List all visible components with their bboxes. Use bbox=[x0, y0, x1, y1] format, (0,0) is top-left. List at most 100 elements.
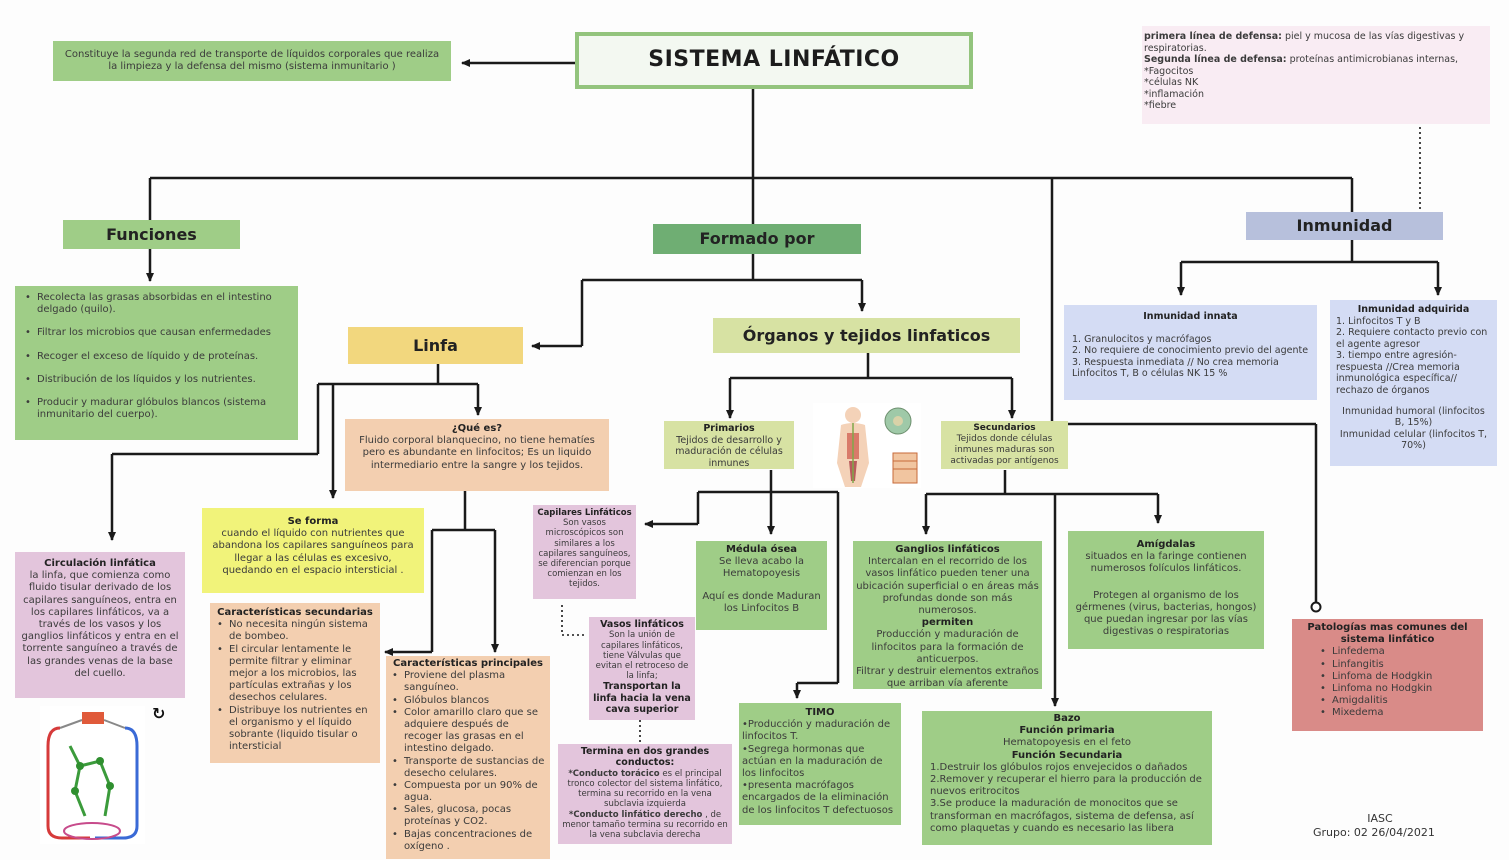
second-defense-label: Segunda línea de defensa: bbox=[1144, 54, 1287, 66]
medula-title: Médula ósea bbox=[725, 544, 798, 555]
first-defense-text: piel y mucosa de las vías digestivas y r… bbox=[1144, 31, 1465, 54]
patologias-title: Patologías mas comunes del sistema linfá… bbox=[1307, 622, 1468, 646]
bazo-secundaria: Función Secundaria bbox=[1011, 749, 1123, 761]
adquirida-item: 2. Requiere contacto previo con el agent… bbox=[1336, 327, 1488, 350]
formado-por-header: Formado por bbox=[653, 224, 861, 254]
patologia-item: Linfoma no Hodgkin bbox=[1318, 683, 1475, 695]
conducto-derecho-label: *Conducto linfático derecho bbox=[568, 809, 703, 820]
funciones-list-box: Recolecta las grasas absorbidas en el in… bbox=[15, 286, 298, 440]
adquirida-celular: Inmunidad celular (linfocitos T, 70%) bbox=[1339, 428, 1488, 452]
patologia-item: Mixedema bbox=[1318, 707, 1475, 719]
capilares-box: Capilares Linfáticos Son vasos microscóp… bbox=[533, 505, 636, 599]
secundaria-item: El circular lentamente le permite filtra… bbox=[215, 644, 375, 705]
innata-item: 3. Respuesta inmediata // No crea memori… bbox=[1072, 356, 1279, 380]
conducto-derecho-text: , de menor tamaño termina su recorrido e… bbox=[562, 809, 728, 840]
ganglios-text3: Filtrar y destruir elementos extraños qu… bbox=[856, 665, 1039, 689]
ganglios-permiten: permiten bbox=[921, 617, 974, 629]
adquirida-item: 3. tiempo entre agresión-respuesta //Cre… bbox=[1336, 350, 1460, 397]
defense-item: *Fagocitos bbox=[1144, 65, 1194, 77]
vasos-box: Vasos linfáticos Son la unión de capilar… bbox=[589, 617, 695, 720]
patologia-item: Linfangitis bbox=[1318, 659, 1475, 671]
conducto-toracico-label: *Conducto torácico bbox=[568, 768, 660, 779]
defense-note: primera línea de defensa: piel y mucosa … bbox=[1142, 26, 1490, 124]
circulacion-text: la linfa, que comienza como fluido tisul… bbox=[21, 570, 179, 679]
vasos-bold: Transportan la linfa hacia la vena cava … bbox=[593, 681, 691, 716]
patologias-box: Patologías mas comunes del sistema linfá… bbox=[1292, 619, 1483, 731]
bazo-item: 1.Destruir los glóbulos rojos envejecido… bbox=[930, 761, 1188, 773]
primarios-title: Primarios bbox=[703, 423, 755, 434]
lymph-circulation-illustration bbox=[40, 706, 145, 844]
principal-item: Compuesta por un 90% de agua. bbox=[390, 780, 546, 804]
funciones-list: Recolecta las grasas absorbidas en el in… bbox=[23, 292, 290, 421]
termina-title: Termina en dos grandes conductos: bbox=[580, 746, 710, 769]
bazo-item: 2.Remover y recuperar el hierro para la … bbox=[930, 773, 1202, 798]
amigdalas-text: situados en la faringe contienen numeros… bbox=[1085, 551, 1247, 575]
caracteristicas-principales-box: Características principales Proviene del… bbox=[386, 656, 550, 859]
patologia-item: Linfedema bbox=[1318, 646, 1475, 658]
caracteristicas-secundarias-box: Características secundarias No necesita … bbox=[210, 603, 380, 763]
termina-box: Termina en dos grandes conductos: *Condu… bbox=[558, 744, 732, 844]
principal-item: Transporte de sustancias de desecho celu… bbox=[390, 756, 546, 780]
principales-title: Características principales bbox=[393, 658, 543, 669]
que-es-text: Fluido corporal blanquecino, no tiene he… bbox=[359, 435, 595, 471]
que-es-title: ¿Qué es? bbox=[451, 423, 503, 434]
patologia-item: Linfoma de Hodgkin bbox=[1318, 671, 1475, 683]
capilares-title: Capilares Linfáticos bbox=[537, 508, 632, 518]
se-forma-title: Se forma bbox=[287, 516, 339, 527]
refresh-icon: ↻ bbox=[152, 704, 166, 723]
funcion-item: Filtrar los microbios que causan enferme… bbox=[23, 327, 290, 339]
bazo-title: Bazo bbox=[1053, 713, 1081, 724]
vasos-title: Vasos linfáticos bbox=[600, 619, 684, 630]
primarios-box: Primarios Tejidos de desarrollo y madura… bbox=[664, 421, 794, 469]
timo-item: •presenta macrófagos encargados de la el… bbox=[742, 780, 894, 816]
ganglios-text2: Producción y maduración de linfocitos pa… bbox=[871, 629, 1024, 665]
timo-item: •Producción y maduración de linfocitos T… bbox=[742, 719, 891, 743]
principal-item: Sales, glucosa, pocas proteínas y CO2. bbox=[390, 804, 546, 828]
bazo-primaria: Función primaria bbox=[1019, 725, 1115, 737]
organos-header: Órganos y tejidos linfaticos bbox=[713, 318, 1020, 353]
footer-group: Grupo: 02 26/04/2021 bbox=[1313, 826, 1435, 839]
circulacion-box: Circulación linfática la linfa, que comi… bbox=[15, 552, 185, 698]
second-defense-text: proteínas antimicrobianas internas, bbox=[1286, 54, 1459, 66]
capilares-text: Son vasos microscópicos son similares a … bbox=[538, 518, 631, 590]
ganglios-box: Ganglios linfáticos Intercalan en el rec… bbox=[853, 541, 1042, 689]
funcion-item: Recolecta las grasas absorbidas en el in… bbox=[23, 292, 290, 316]
intro-box: Constituye la segunda red de transporte … bbox=[53, 41, 451, 81]
principal-item: Glóbulos blancos bbox=[390, 695, 546, 707]
funciones-header: Funciones bbox=[63, 220, 240, 249]
timo-item: •Segrega hormonas que actúan en la madur… bbox=[742, 743, 883, 779]
se-forma-text: cuando el líquido con nutrientes que aba… bbox=[212, 528, 414, 576]
secundarias-title: Características secundarias bbox=[217, 607, 373, 618]
medula-text2: Aquí es donde Maduran los Linfocitos B bbox=[702, 590, 821, 614]
secundarios-box: Secundarios Tejidos donde células inmune… bbox=[941, 421, 1068, 469]
secundarios-text: Tejidos donde células inmunes maduras so… bbox=[950, 433, 1059, 466]
secundarias-list: No necesita ningún sistema de bombeo. El… bbox=[215, 619, 375, 753]
funcion-item: Recoger el exceso de líquido y de proteí… bbox=[23, 351, 290, 363]
defense-item: *células NK bbox=[1144, 77, 1199, 89]
principal-item: Color amarillo claro que se adquiere des… bbox=[390, 707, 546, 756]
bazo-primaria-text: Hematopoyesis en el feto bbox=[1003, 737, 1131, 749]
principal-item: Proviene del plasma sanguíneo. bbox=[390, 670, 546, 694]
innata-item: 2. No requiere de conocimiento previo de… bbox=[1072, 345, 1309, 357]
ganglios-text: Intercalan en el recorrido de los vasos … bbox=[856, 556, 1039, 616]
principales-list: Proviene del plasma sanguíneo. Glóbulos … bbox=[390, 670, 546, 853]
bazo-box: Bazo Función primaria Hematopoyesis en e… bbox=[922, 711, 1212, 845]
defense-item: *inflamación bbox=[1144, 88, 1204, 100]
innata-title: Inmunidad innata bbox=[1143, 311, 1238, 322]
inmunidad-header: Inmunidad bbox=[1246, 212, 1443, 240]
se-forma-box: Se forma cuando el líquido con nutriente… bbox=[202, 508, 424, 593]
secundarios-title: Secundarios bbox=[973, 423, 1036, 433]
linfa-header: Linfa bbox=[348, 327, 523, 364]
primarios-text: Tejidos de desarrollo y maduración de cé… bbox=[675, 434, 783, 469]
principal-item: Bajas concentraciones de oxígeno . bbox=[390, 829, 546, 853]
funcion-item: Distribución de los líquidos y los nutri… bbox=[23, 374, 290, 386]
inmunidad-adquirida-box: Inmunidad adquirida 1. Linfocitos T y B … bbox=[1330, 300, 1497, 466]
anatomy-illustration bbox=[813, 403, 921, 488]
vasos-text: Son la unión de capilares linfáticos, ti… bbox=[595, 630, 689, 682]
secundaria-item: Distribuye los nutrientes en el organism… bbox=[215, 705, 375, 754]
timo-box: TIMO •Producción y maduración de linfoci… bbox=[739, 703, 901, 825]
innata-item: 1. Granulocitos y macrófagos bbox=[1072, 333, 1212, 345]
amigdalas-box: Amígdalas situados en la faringe contien… bbox=[1068, 531, 1264, 649]
conducto-toracico-text: es el principal tronco colector del sist… bbox=[567, 768, 723, 810]
